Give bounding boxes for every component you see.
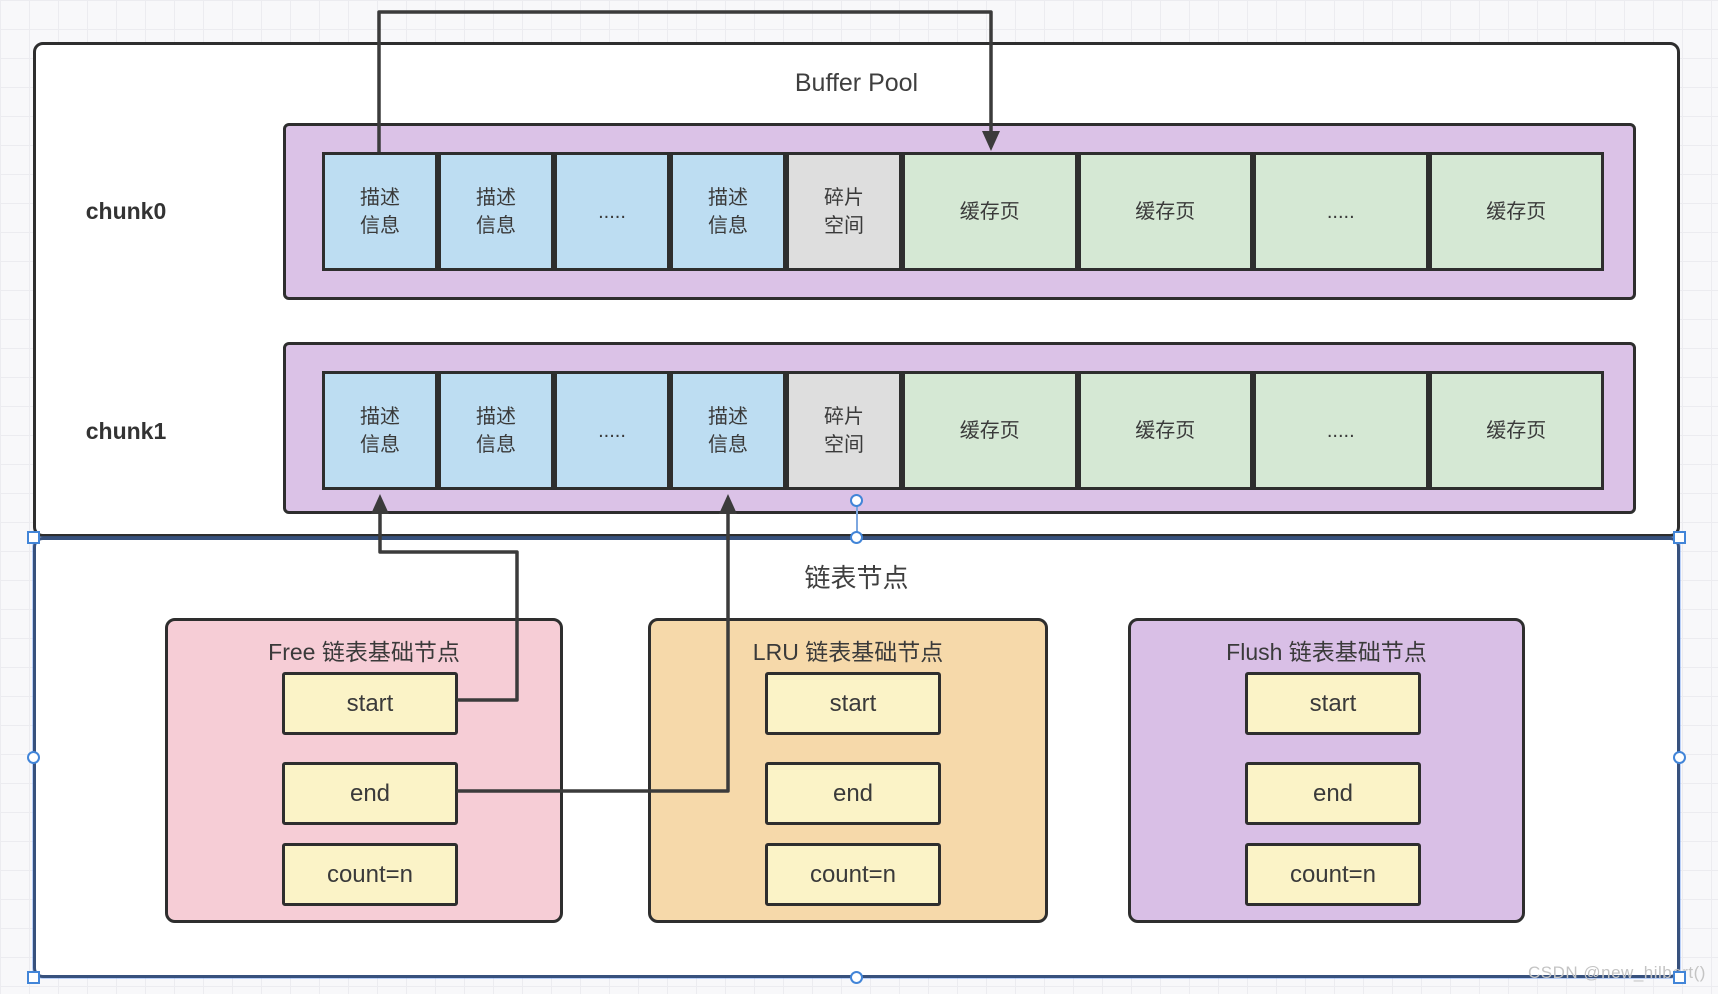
csdn-watermark: CSDN @new_hilbert() <box>1528 963 1706 982</box>
connector-descriptor-to-cache-page[interactable] <box>377 10 993 152</box>
flush-count-field[interactable]: count=n <box>1245 843 1421 906</box>
selection-rotation-stem <box>856 506 858 537</box>
chunk1-descriptor-ellipsis-cell[interactable]: ..... <box>554 371 670 490</box>
chunk1-cache-page-ellipsis-cell[interactable]: ..... <box>1253 371 1429 490</box>
free-end-field[interactable]: end <box>282 762 458 825</box>
chunk0-cache-page-ellipsis-cell[interactable]: ..... <box>1253 152 1429 271</box>
lru-count-field[interactable]: count=n <box>765 843 941 906</box>
chunk0-descriptor-ellipsis-cell[interactable]: ..... <box>554 152 670 271</box>
chunk1-descriptor-cell[interactable]: 描述 信息 <box>438 371 554 490</box>
chunk0-label: chunk0 <box>85 198 167 224</box>
selection-handle-top-right[interactable] <box>1673 531 1686 544</box>
free-list-base-node[interactable]: Free 链表基础节点 start end count=n <box>165 618 563 923</box>
selection-handle-top-left[interactable] <box>27 531 40 544</box>
chunk1-label: chunk1 <box>85 418 167 444</box>
list-node-panel-title: 链表节点 <box>804 563 909 593</box>
chunk0-descriptor-cell[interactable]: 描述 信息 <box>670 152 786 271</box>
arrowhead-up-descriptor-1 <box>371 494 389 514</box>
chunk1-cache-page-cell[interactable]: 缓存页 <box>902 371 1078 490</box>
connector-free-start-to-descriptor[interactable] <box>378 512 519 702</box>
flush-node-title: Flush 链表基础节点 <box>1226 639 1427 665</box>
arrowhead-down-cache-page <box>982 131 1000 151</box>
chunk0-descriptor-cell[interactable]: 描述 信息 <box>322 152 438 271</box>
selection-handle-top-middle[interactable] <box>850 531 863 544</box>
free-node-title: Free 链表基础节点 <box>268 639 460 665</box>
chunk1-cache-page-cell[interactable]: 缓存页 <box>1077 371 1253 490</box>
chunk1-fragment-space-cell[interactable]: 碎片 空间 <box>786 371 902 490</box>
lru-list-base-node[interactable]: LRU 链表基础节点 start end count=n <box>648 618 1048 923</box>
selection-handle-right-middle[interactable] <box>1673 751 1686 764</box>
chunk1-cache-page-cell[interactable]: 缓存页 <box>1428 371 1604 490</box>
chunk0-cache-page-cell[interactable]: 缓存页 <box>902 152 1078 271</box>
chunk1-descriptor-cell[interactable]: 描述 信息 <box>322 371 438 490</box>
chunk0-fragment-space-cell[interactable]: 碎片 空间 <box>786 152 902 271</box>
selection-handle-left-middle[interactable] <box>27 751 40 764</box>
lru-end-field[interactable]: end <box>765 762 941 825</box>
free-count-field[interactable]: count=n <box>282 843 458 906</box>
chunk1-cell-row: 描述 信息 描述 信息 ..... 描述 信息 碎片 空间 缓存页 缓存页 ..… <box>322 371 1604 490</box>
chunk1-descriptor-cell[interactable]: 描述 信息 <box>670 371 786 490</box>
arrowhead-up-descriptor-4 <box>719 494 737 514</box>
flush-end-field[interactable]: end <box>1245 762 1421 825</box>
flush-list-base-node[interactable]: Flush 链表基础节点 start end count=n <box>1128 618 1525 923</box>
lru-node-title: LRU 链表基础节点 <box>752 639 944 665</box>
selection-handle-bottom-middle[interactable] <box>850 971 863 984</box>
selection-handle-bottom-right[interactable] <box>1673 971 1686 984</box>
chunk0-descriptor-cell[interactable]: 描述 信息 <box>438 152 554 271</box>
chunk0-cache-page-cell[interactable]: 缓存页 <box>1428 152 1604 271</box>
buffer-pool-title: Buffer Pool <box>794 69 919 97</box>
selection-handle-bottom-left[interactable] <box>27 971 40 984</box>
chunk0-cell-row: 描述 信息 描述 信息 ..... 描述 信息 碎片 空间 缓存页 缓存页 ..… <box>322 152 1604 271</box>
free-start-field[interactable]: start <box>282 672 458 735</box>
selection-rotation-handle[interactable] <box>850 494 863 507</box>
lru-start-field[interactable]: start <box>765 672 941 735</box>
connector-free-end-to-descriptor[interactable] <box>457 512 730 793</box>
flush-start-field[interactable]: start <box>1245 672 1421 735</box>
chunk0-cache-page-cell[interactable]: 缓存页 <box>1077 152 1253 271</box>
